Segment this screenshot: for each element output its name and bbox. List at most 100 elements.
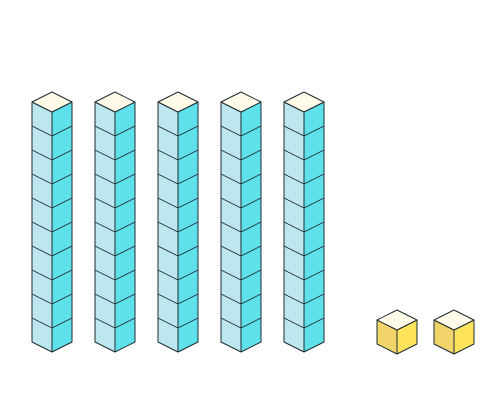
rod-cube-divider-left xyxy=(31,221,53,233)
rod-cube-divider-left xyxy=(31,245,53,257)
top-face xyxy=(376,309,418,331)
rod-cube-divider-right xyxy=(240,197,262,209)
ones-cube xyxy=(376,309,418,355)
rod-cube-divider-left xyxy=(283,125,305,137)
top-face xyxy=(94,91,136,113)
rod-cube-divider-left xyxy=(283,173,305,185)
rod-cube-divider-right xyxy=(114,125,136,137)
tens-rod xyxy=(283,91,325,353)
rod-cube-divider-right xyxy=(177,317,199,329)
rod-cube-divider-right xyxy=(240,149,262,161)
rod-cube-divider-left xyxy=(220,293,242,305)
rod-cube-divider-left xyxy=(220,197,242,209)
rod-cube-divider-left xyxy=(94,221,116,233)
rod-cube-divider-right xyxy=(303,149,325,161)
rod-cube-divider-right xyxy=(114,173,136,185)
tens-rod xyxy=(220,91,262,353)
rod-cube-divider-left xyxy=(31,125,53,137)
rod-cube-divider-left xyxy=(220,149,242,161)
rod-cube-divider-right xyxy=(114,293,136,305)
rod-cube-divider-left xyxy=(220,269,242,281)
rod-cube-divider-right xyxy=(303,293,325,305)
rod-cube-divider-left xyxy=(94,269,116,281)
rod-cube-divider-left xyxy=(31,173,53,185)
rod-cube-divider-left xyxy=(157,245,179,257)
rod-cube-divider-right xyxy=(240,221,262,233)
rod-cube-divider-right xyxy=(303,317,325,329)
rod-cube-divider-right xyxy=(114,197,136,209)
rod-cube-divider-left xyxy=(220,173,242,185)
rod-cube-divider-left xyxy=(157,293,179,305)
rod-cube-divider-left xyxy=(283,245,305,257)
rod-cube-divider-right xyxy=(51,173,73,185)
rod-cube-divider-right xyxy=(51,293,73,305)
rod-cube-divider-left xyxy=(31,293,53,305)
rod-cube-divider-left xyxy=(157,221,179,233)
rod-cube-divider-left xyxy=(157,269,179,281)
tens-rod xyxy=(31,91,73,353)
top-face xyxy=(157,91,199,113)
rod-cube-divider-right xyxy=(303,173,325,185)
rod-cube-divider-right xyxy=(240,245,262,257)
rod-cube-divider-right xyxy=(51,125,73,137)
rod-cube-divider-right xyxy=(240,125,262,137)
rod-cube-divider-right xyxy=(240,317,262,329)
rod-cube-divider-left xyxy=(157,149,179,161)
rod-cube-divider-right xyxy=(177,221,199,233)
tens-rod xyxy=(157,91,199,353)
rod-cube-divider-right xyxy=(51,269,73,281)
ones-cube xyxy=(433,309,475,355)
rod-cube-divider-right xyxy=(303,197,325,209)
rod-cube-divider-left xyxy=(157,197,179,209)
rod-cube-divider-left xyxy=(283,221,305,233)
top-face xyxy=(433,309,475,331)
rod-cube-divider-left xyxy=(220,245,242,257)
top-face xyxy=(220,91,262,113)
rod-cube-divider-right xyxy=(114,245,136,257)
rod-cube-divider-left xyxy=(283,149,305,161)
rod-cube-divider-left xyxy=(94,149,116,161)
rod-cube-divider-left xyxy=(31,149,53,161)
rod-cube-divider-left xyxy=(220,125,242,137)
rod-cube-divider-right xyxy=(114,221,136,233)
rod-cube-divider-left xyxy=(283,269,305,281)
rod-cube-divider-right xyxy=(177,149,199,161)
rod-cube-divider-right xyxy=(303,221,325,233)
rod-cube-divider-right xyxy=(114,269,136,281)
ones-cubes-group xyxy=(376,309,475,355)
rod-cube-divider-right xyxy=(51,317,73,329)
rod-cube-divider-right xyxy=(51,221,73,233)
rod-cube-divider-right xyxy=(177,125,199,137)
rod-cube-divider-right xyxy=(177,197,199,209)
rod-cube-divider-right xyxy=(303,269,325,281)
rod-cube-divider-left xyxy=(94,197,116,209)
rod-cube-divider-left xyxy=(94,125,116,137)
rod-cube-divider-right xyxy=(303,125,325,137)
rod-cube-divider-right xyxy=(177,293,199,305)
rod-cube-divider-left xyxy=(283,317,305,329)
rod-cube-divider-left xyxy=(94,317,116,329)
rod-cube-divider-left xyxy=(157,125,179,137)
rod-cube-divider-left xyxy=(94,173,116,185)
rod-cube-divider-right xyxy=(114,317,136,329)
rod-cube-divider-left xyxy=(220,221,242,233)
rod-cube-divider-right xyxy=(240,293,262,305)
rod-cube-divider-right xyxy=(51,149,73,161)
rod-cube-divider-left xyxy=(220,317,242,329)
rod-cube-divider-left xyxy=(157,317,179,329)
rod-cube-divider-left xyxy=(283,293,305,305)
rod-cube-divider-left xyxy=(283,197,305,209)
rod-cube-divider-left xyxy=(94,245,116,257)
rod-cube-divider-right xyxy=(240,269,262,281)
rod-cube-divider-right xyxy=(240,173,262,185)
rod-cube-divider-right xyxy=(114,149,136,161)
top-face xyxy=(283,91,325,113)
rod-cube-divider-left xyxy=(31,317,53,329)
rod-cube-divider-left xyxy=(31,269,53,281)
rod-cube-divider-right xyxy=(177,173,199,185)
tens-rods-group xyxy=(31,91,325,353)
rod-cube-divider-left xyxy=(94,293,116,305)
rod-cube-divider-right xyxy=(303,245,325,257)
rod-cube-divider-right xyxy=(51,197,73,209)
